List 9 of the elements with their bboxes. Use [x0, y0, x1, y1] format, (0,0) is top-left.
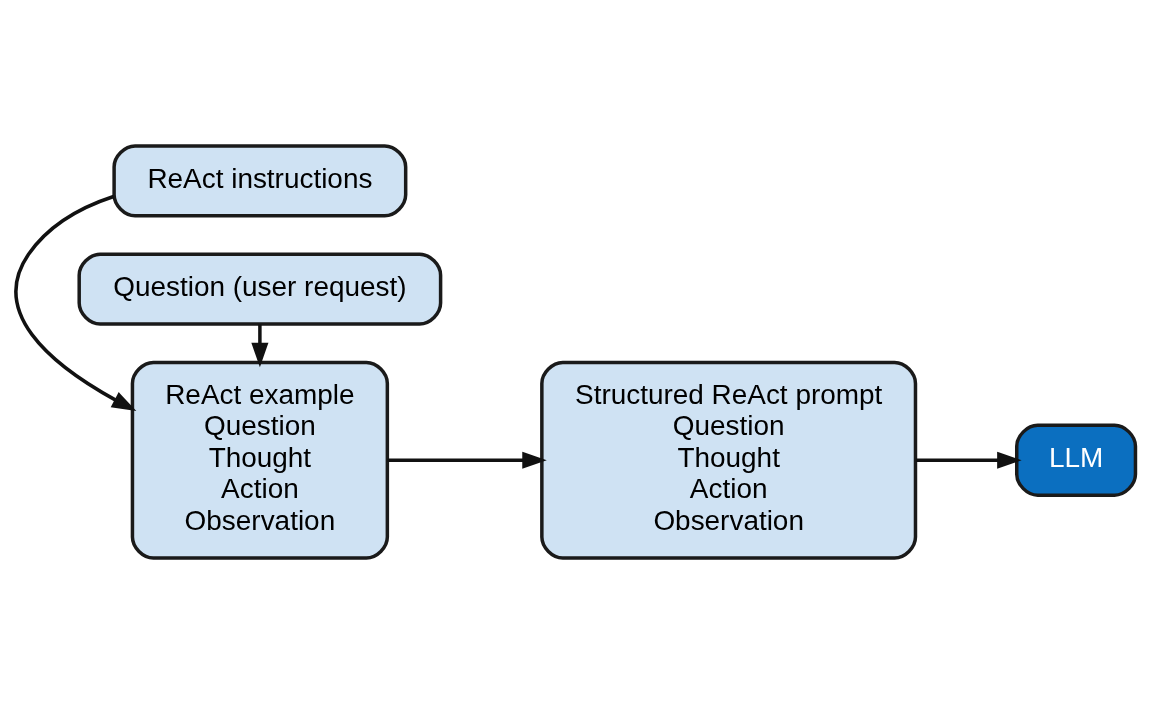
node-box: ReAct instructions — [112, 144, 408, 218]
node-box: ReAct example Question Thought Action Observation — [130, 360, 390, 560]
node-box: Question (user request) — [77, 252, 443, 326]
node-box: LLM — [1015, 423, 1138, 497]
arrow — [387, 451, 547, 469]
arrow — [251, 324, 269, 368]
arrow — [14, 194, 137, 412]
node-box: Structured ReAct prompt Question Thought Action Observation — [540, 360, 918, 560]
arrow — [915, 451, 1022, 469]
